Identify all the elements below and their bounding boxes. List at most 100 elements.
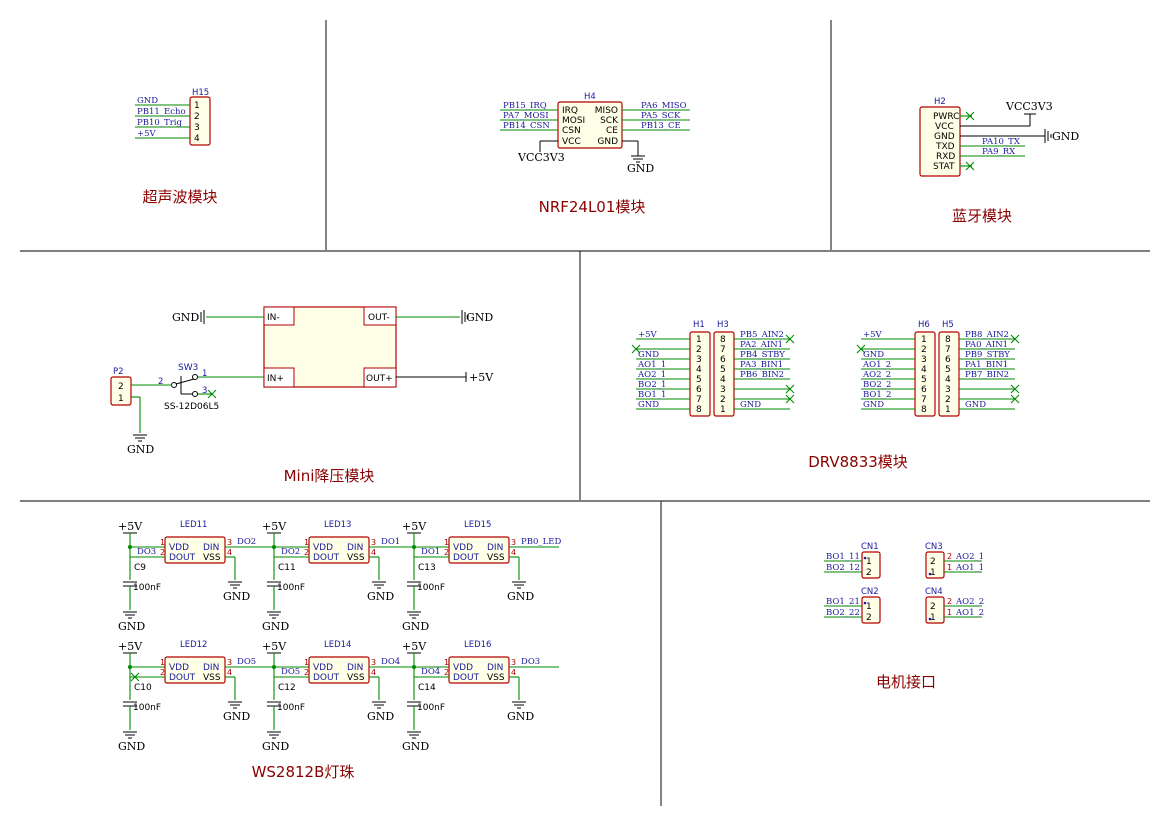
motor-side-pin: 2 <box>947 597 952 606</box>
vss-pin-label: VSS <box>203 673 221 683</box>
cap-ref: C10 <box>134 683 152 693</box>
net-pb15-irq: PB15_IRQ <box>503 101 547 111</box>
gnd-label: GND <box>507 590 534 603</box>
din-net: DO4 <box>381 657 400 667</box>
pin-in-minus: IN- <box>267 313 280 323</box>
motor-pin: 2 <box>866 568 872 578</box>
motor-net: AO2_2 <box>955 597 984 607</box>
motor-pin: 1 <box>930 613 936 623</box>
pin-number: 7 <box>921 395 927 405</box>
net-pb13-ce: PB13_CE <box>641 121 681 131</box>
title-buck: Mini降压模块 <box>284 467 375 485</box>
pin-3: 3 <box>194 123 200 133</box>
din-net: DO1 <box>381 537 400 547</box>
cap-value: 100nF <box>417 703 445 713</box>
ref-h4: H4 <box>584 92 596 102</box>
gnd-label: GND <box>223 590 250 603</box>
net-label: GND <box>863 400 884 410</box>
pin-number: 4 <box>720 375 726 385</box>
pin-number: 3 <box>696 355 702 365</box>
header-a-body <box>689 331 711 417</box>
din-pin-label: DIN <box>487 663 503 673</box>
net-label: AO1_2 <box>862 360 891 370</box>
led-ref: LED12 <box>180 640 207 650</box>
motor-ref: CN2 <box>861 587 879 597</box>
dout-pin-label: DOUT <box>313 553 340 563</box>
led-pin: 2 <box>444 668 449 677</box>
dout-net: DO3 <box>137 547 156 557</box>
net-gnd: GND <box>137 96 158 106</box>
motor-pin: 2 <box>866 613 872 623</box>
dout-net: DO4 <box>421 667 440 677</box>
junction <box>412 545 416 549</box>
pin-csn: CSN <box>562 126 581 136</box>
vcc3v3-label: VCC3V3 <box>517 151 565 164</box>
header-b-body <box>938 331 960 417</box>
net-label: GND <box>863 350 884 360</box>
cap-value: 100nF <box>277 583 305 593</box>
motor-side-pin: 1 <box>947 563 952 572</box>
motor-body <box>925 551 945 579</box>
gnd-label: GND <box>262 740 289 753</box>
no-connect-mark <box>785 394 795 404</box>
net-label: BO2_2 <box>863 380 891 390</box>
pin-number: 3 <box>921 355 927 365</box>
led-ref: LED15 <box>464 520 491 530</box>
pin-1: 1 <box>194 101 200 111</box>
no-connect-mark <box>1010 334 1020 344</box>
led-pin: 1 <box>160 658 165 667</box>
pin-number: 4 <box>945 375 951 385</box>
led-pin: 4 <box>371 668 376 677</box>
motor-pin: 2 <box>930 602 936 612</box>
net-label: PA1_BIN1 <box>965 360 1008 370</box>
led-pin: 1 <box>160 538 165 547</box>
section-separators <box>20 20 1150 806</box>
vcc-label: +5V <box>402 640 427 653</box>
pin-number: 5 <box>921 375 927 385</box>
motor-side-pin: 2 <box>947 552 952 561</box>
din-net: DO5 <box>237 657 256 667</box>
pin-vcc: VCC <box>935 122 954 132</box>
pin1-marker <box>863 601 867 605</box>
gnd-label: GND <box>118 620 145 633</box>
vss-pin-label: VSS <box>487 673 505 683</box>
no-connect-mark <box>856 344 866 354</box>
gnd-label: GND <box>402 620 429 633</box>
pin1-marker <box>928 572 932 576</box>
pin-stat: STAT <box>933 162 955 172</box>
pin-number: 2 <box>945 395 951 405</box>
pin-sck: SCK <box>600 116 619 126</box>
led-body <box>308 536 370 564</box>
din-pin-label: DIN <box>203 663 219 673</box>
ref-header-b: H5 <box>942 320 954 330</box>
net-label: PA3_BIN1 <box>740 360 783 370</box>
cap-value: 100nF <box>133 583 161 593</box>
led-pin: 4 <box>227 668 232 677</box>
vdd-pin-label: VDD <box>453 663 473 673</box>
led-pin: 3 <box>227 658 232 667</box>
vcc3v3-label: VCC3V3 <box>1005 100 1053 113</box>
pin-out-plus: OUT+ <box>366 374 393 384</box>
pin-number: 3 <box>720 385 726 395</box>
net-label: PB4_STBY <box>740 350 785 360</box>
net-label: AO2_2 <box>862 370 891 380</box>
pin1-marker <box>863 556 867 560</box>
p2-pin-1: 1 <box>118 394 124 404</box>
motor-pin: 1 <box>866 602 872 612</box>
vdd-pin-label: VDD <box>169 663 189 673</box>
cap-ref: C9 <box>134 563 146 573</box>
led-pin: 2 <box>304 548 309 557</box>
motor-pin: 1 <box>866 557 872 567</box>
pin-4: 4 <box>194 134 200 144</box>
dout-net: DO2 <box>281 547 300 557</box>
gnd-label: GND <box>223 710 250 723</box>
net-label: PB7_BIN2 <box>965 370 1009 380</box>
led-pin: 1 <box>444 658 449 667</box>
motor-net: AO1_1 <box>955 563 984 573</box>
led-pin: 3 <box>227 538 232 547</box>
